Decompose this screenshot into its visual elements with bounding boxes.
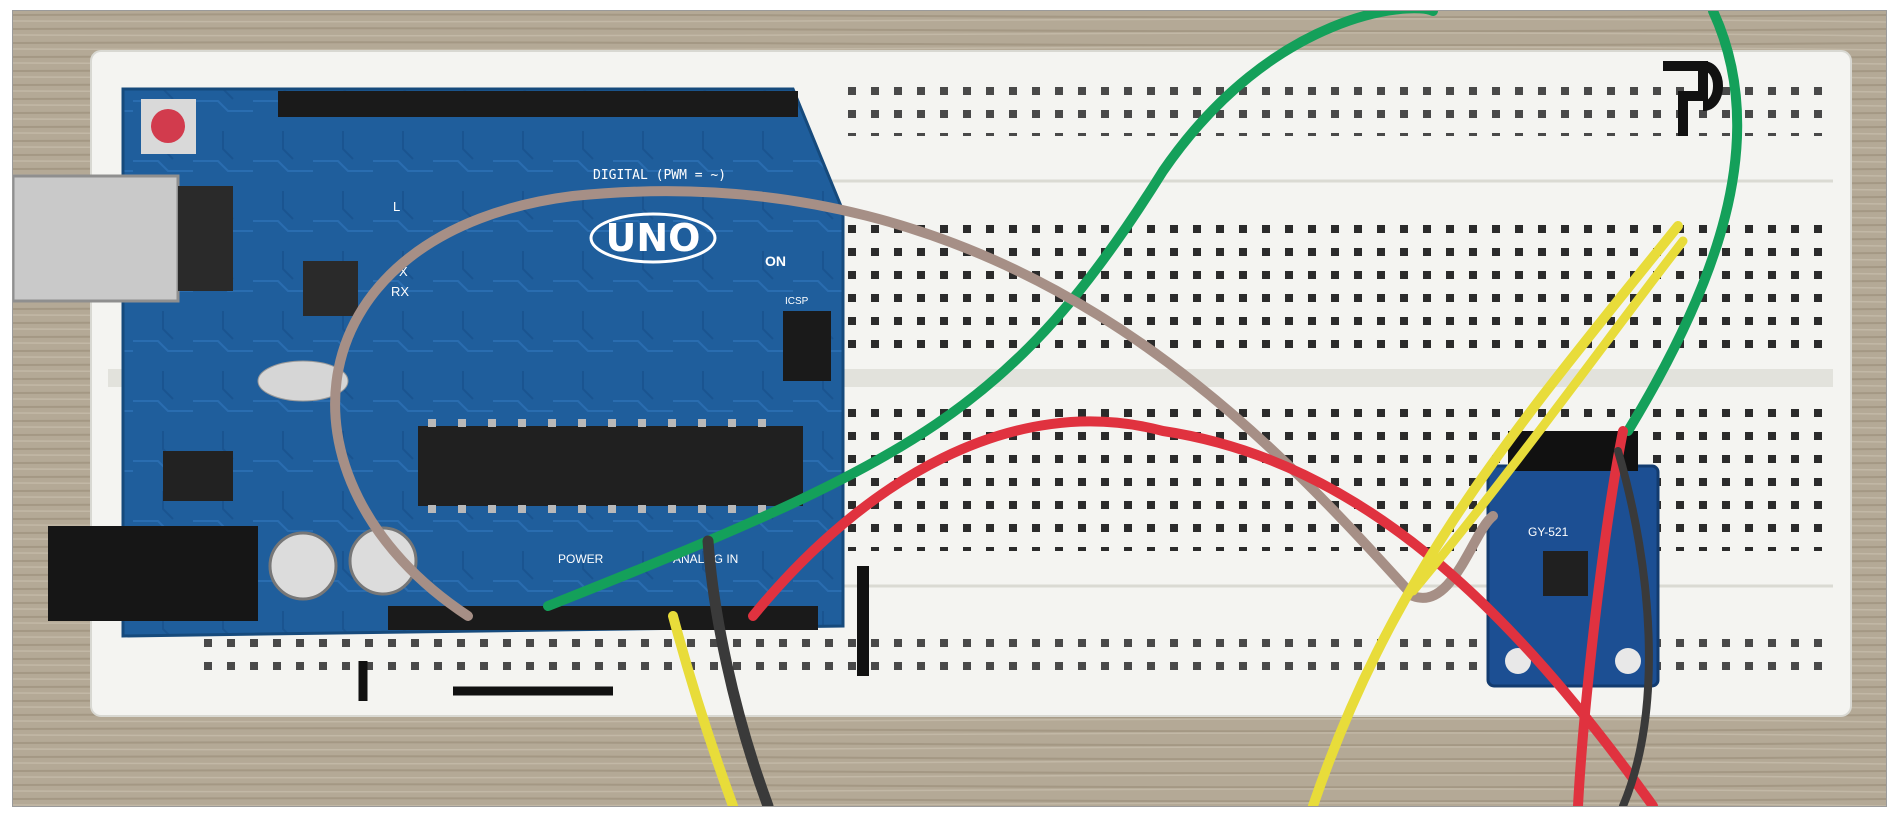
arduino-uno-board: UNO ON TX RX L DIGITAL (PWM = ~) POWER A… <box>13 87 845 638</box>
usb-port <box>13 174 180 303</box>
wire-yellow <box>1408 236 1688 596</box>
wire-green <box>1623 11 1743 436</box>
on-label: ON <box>765 253 786 269</box>
icsp-header <box>783 311 831 381</box>
crystal-oscillator <box>257 360 349 402</box>
photo-frame: UNO ON TX RX L DIGITAL (PWM = ~) POWER A… <box>12 10 1887 807</box>
wire-yellow <box>668 611 738 806</box>
capacitor <box>268 531 338 601</box>
uno-logo: UNO <box>606 216 701 260</box>
wire-red <box>748 416 1658 806</box>
atmega-chip <box>418 426 803 506</box>
wire-yellow <box>1308 221 1683 806</box>
wire-black <box>702 535 774 806</box>
dc-jack <box>48 526 258 621</box>
l-label: L <box>393 199 400 214</box>
digital-header <box>278 91 798 117</box>
digital-label: DIGITAL (PWM = ~) <box>593 168 726 183</box>
power-label: POWER <box>558 552 604 566</box>
jumper-wires <box>330 11 1743 806</box>
icsp-label: ICSP <box>785 296 809 307</box>
mpu-chip <box>1543 551 1588 596</box>
rx-label: RX <box>391 284 409 299</box>
wire-black <box>1614 447 1653 806</box>
photo: UNO ON TX RX L DIGITAL (PWM = ~) POWER A… <box>13 11 1886 806</box>
wire-red <box>1573 426 1628 806</box>
module-label: GY-521 <box>1528 525 1569 539</box>
capacitor <box>348 526 418 596</box>
wire-brown <box>330 186 1498 621</box>
wire-green <box>543 11 1438 611</box>
voltage-regulator <box>163 451 233 501</box>
